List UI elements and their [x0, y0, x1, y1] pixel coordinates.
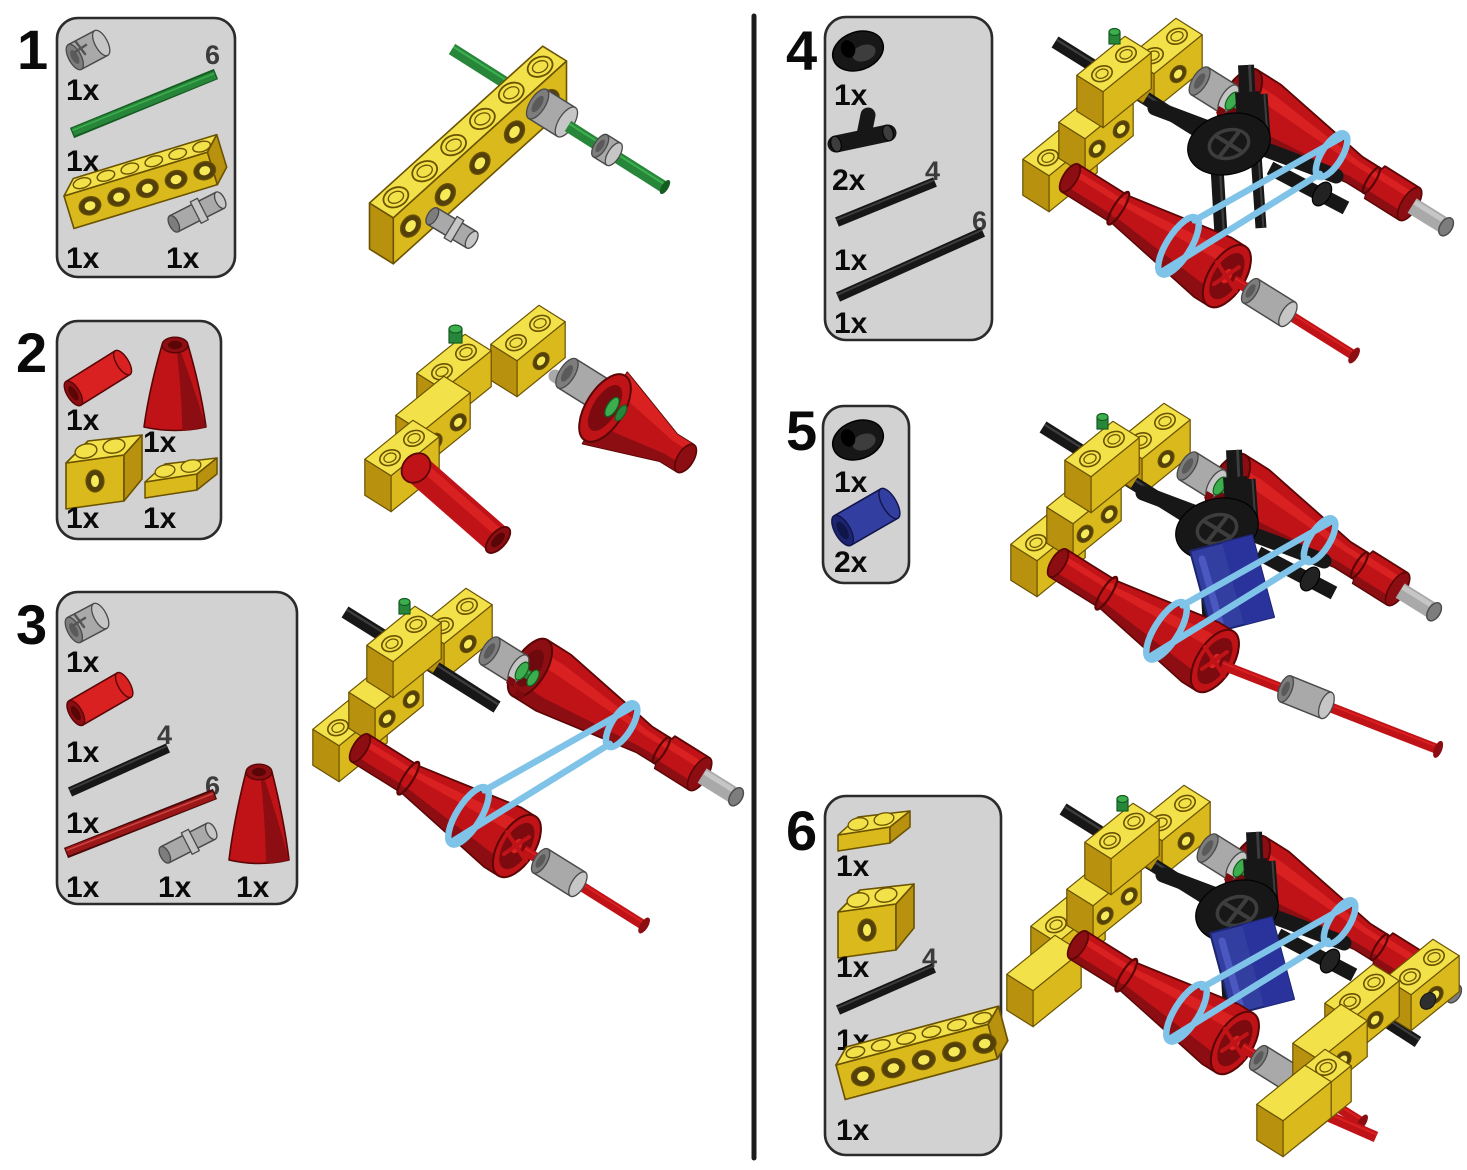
svg-text:1x: 1x [66, 871, 100, 904]
svg-text:1x: 1x [836, 850, 870, 883]
svg-text:4: 4 [157, 720, 172, 750]
svg-text:1x: 1x [66, 74, 100, 107]
svg-text:1: 1 [17, 18, 48, 81]
svg-text:1x: 1x [236, 871, 270, 904]
svg-text:1x: 1x [836, 1114, 870, 1147]
svg-text:6: 6 [972, 206, 987, 236]
svg-text:4: 4 [786, 19, 817, 82]
svg-text:1x: 1x [158, 871, 192, 904]
svg-text:1x: 1x [836, 951, 870, 984]
svg-text:4: 4 [925, 156, 940, 186]
svg-text:1x: 1x [66, 502, 100, 535]
svg-text:6: 6 [786, 799, 817, 862]
svg-text:1x: 1x [143, 502, 177, 535]
svg-text:6: 6 [205, 40, 220, 70]
svg-text:1x: 1x [834, 79, 868, 112]
svg-text:2x: 2x [832, 164, 866, 197]
svg-text:1x: 1x [66, 646, 100, 679]
svg-text:1x: 1x [66, 404, 100, 437]
svg-text:1x: 1x [834, 466, 868, 499]
svg-text:1x: 1x [834, 244, 868, 277]
svg-text:5: 5 [786, 399, 817, 462]
svg-text:1x: 1x [143, 426, 177, 459]
svg-text:1x: 1x [66, 807, 100, 840]
svg-text:4: 4 [922, 943, 937, 973]
svg-text:1x: 1x [66, 242, 100, 275]
svg-text:3: 3 [16, 593, 47, 656]
svg-text:2x: 2x [834, 546, 868, 579]
svg-text:1x: 1x [834, 307, 868, 340]
svg-text:1x: 1x [66, 736, 100, 769]
svg-text:1x: 1x [166, 242, 200, 275]
svg-text:2: 2 [16, 321, 47, 384]
